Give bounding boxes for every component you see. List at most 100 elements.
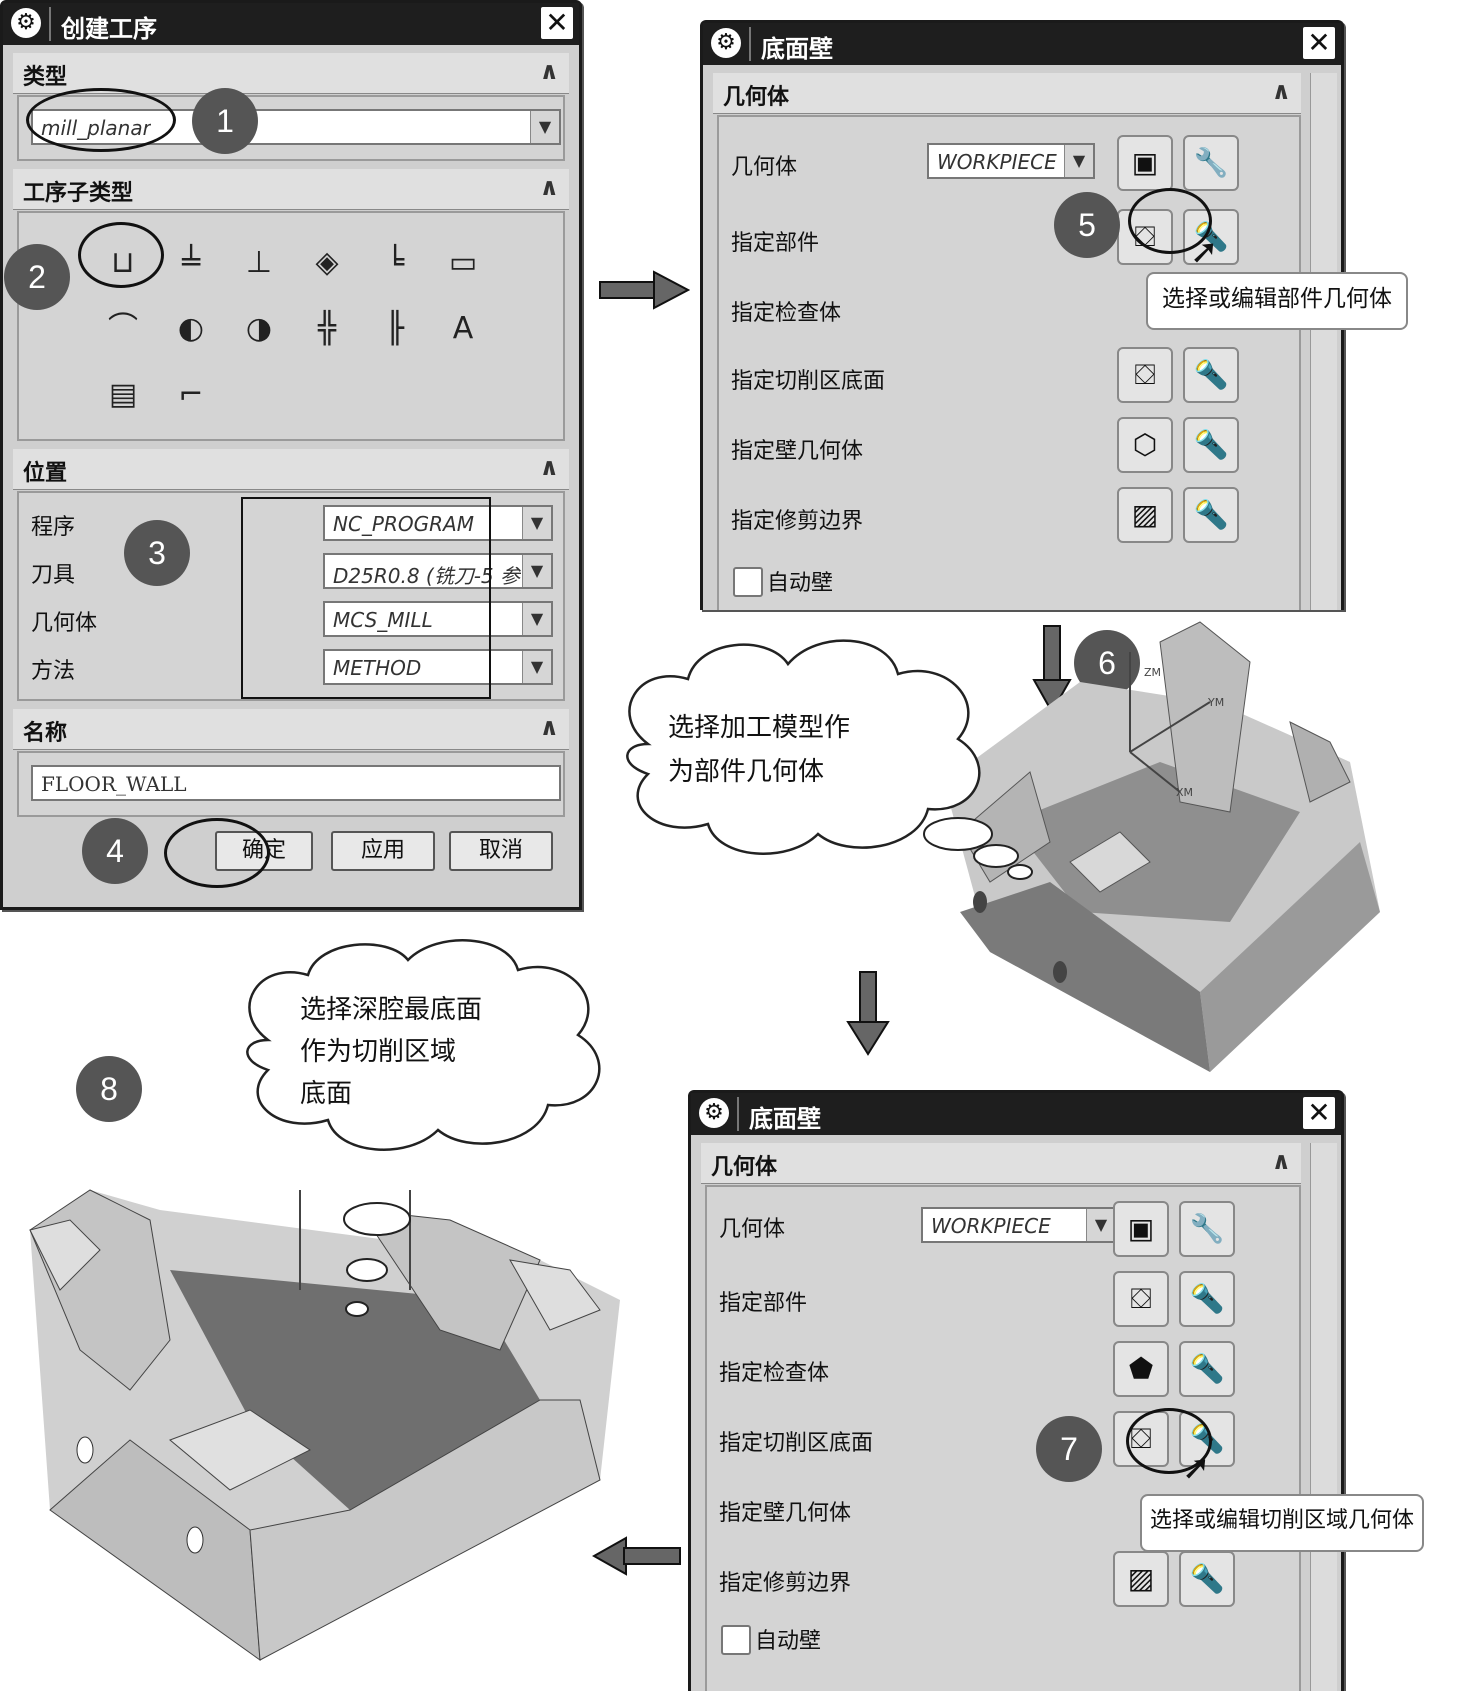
planar-text-subtype-icon[interactable]: A [452,311,474,346]
close-icon[interactable]: ✕ [1303,27,1335,59]
location-section-header[interactable]: 位置 ∧ [13,449,569,490]
tool-select-value: D25R0.8 (铣刀-5 参 [333,564,521,588]
axis-label-zm: ZM [1144,666,1162,679]
face-milling-manual-subtype-icon[interactable]: ◈ [315,245,339,280]
location-section-label: 位置 [23,461,68,486]
finish-floor-subtype-icon[interactable]: ◑ [245,311,273,346]
method-label: 方法 [31,659,76,684]
step-badge-4: 4 [82,818,148,884]
cancel-button[interactable]: 取消 [449,831,553,871]
titlebar-separator [749,27,751,61]
floor-wall-is-subtype-icon[interactable]: ╧ [181,245,201,280]
dialog-titlebar: ⚙ 底面壁 ✕ [703,23,1341,65]
chevron-down-icon[interactable]: ▼ [522,555,551,587]
clean-corners-subtype-icon[interactable]: ⌒ [108,311,138,346]
specify-trim-label: 指定修剪边界 [731,509,864,534]
face-milling-subtype-icon[interactable]: ⊥ [245,245,273,280]
chevron-down-icon[interactable]: ▼ [522,507,551,539]
chevron-up-icon[interactable]: ∧ [1271,1147,1292,1175]
arrow-right-icon [599,270,690,310]
auto-wall-checkbox[interactable] [733,567,763,597]
apply-button[interactable]: 应用 [331,831,435,871]
subtype-section-header[interactable]: 工序子类型 ∧ [13,169,569,210]
display-flashlight-icon[interactable]: 🔦 [1183,417,1239,473]
gear-icon[interactable]: ⚙ [711,28,741,58]
display-flashlight-icon[interactable]: 🔦 [1179,1551,1235,1607]
method-select[interactable]: METHOD ▼ [323,649,553,685]
chevron-up-icon[interactable]: ∧ [539,173,560,201]
step-badge-1: 1 [192,88,258,154]
callout-part-line1: 选择加工模型作 [668,713,851,743]
geometry-section-header[interactable]: 几何体 ∧ [713,73,1301,114]
titlebar-separator [737,1097,739,1131]
planar-profile-subtype-icon[interactable]: ▭ [448,245,478,280]
subtype-section-label: 工序子类型 [23,181,134,206]
select-trim-boundary-icon[interactable]: ▨ [1117,487,1173,543]
geometry-label: 几何体 [31,611,98,636]
chevron-down-icon[interactable]: ▼ [1064,145,1093,177]
select-trim-boundary-icon[interactable]: ▨ [1113,1551,1169,1607]
name-input[interactable]: FLOOR_WALL [31,765,561,801]
display-flashlight-icon[interactable]: 🔦 [1179,1271,1235,1327]
chevron-up-icon[interactable]: ∧ [1271,77,1292,105]
new-geometry-icon[interactable]: ▣ [1113,1201,1169,1257]
floor-wall-dialog-top: ⚙ 底面壁 ✕ 几何体 ∧ 几何体 WORKPIECE ▼ ▣ 🔧 指定部件 ⛋… [700,20,1344,610]
select-floor-icon[interactable]: ⛋ [1117,347,1173,403]
chevron-down-icon[interactable]: ▼ [530,111,559,143]
program-select[interactable]: NC_PROGRAM ▼ [323,505,553,541]
planar-mill-subtype-icon[interactable]: ╘ [385,245,405,280]
arrow-left-icon [592,1536,681,1576]
name-section-header[interactable]: 名称 ∧ [13,709,569,750]
vertical-scrollbar[interactable] [1310,1143,1337,1691]
display-flashlight-icon[interactable]: 🔦 [1179,1341,1235,1397]
geometry-select[interactable]: MCS_MILL ▼ [323,601,553,637]
tool-select[interactable]: D25R0.8 (铣刀-5 参 ▼ [323,553,553,589]
select-part-icon[interactable]: ⛋ [1113,1271,1169,1327]
chevron-up-icon[interactable]: ∧ [539,453,560,481]
workpiece-model-floor-selected[interactable] [20,1150,630,1670]
workpiece-model-part[interactable] [930,612,1380,1082]
edit-wrench-icon[interactable]: 🔧 [1179,1201,1235,1257]
close-icon[interactable]: ✕ [1303,1097,1335,1129]
geometry-select-value: WORKPIECE [937,150,1057,174]
select-check-icon[interactable]: ⬟ [1113,1341,1169,1397]
geometry-section-header[interactable]: 几何体 ∧ [701,1143,1301,1184]
hole-chamfer-subtype-icon[interactable]: ╟ [385,311,405,346]
geometry-select[interactable]: WORKPIECE ▼ [921,1207,1117,1243]
step-badge-3: 3 [124,520,190,586]
geometry-label: 几何体 [719,1217,786,1242]
edit-wrench-icon[interactable]: 🔧 [1183,135,1239,191]
callout-part-line2: 为部件几何体 [668,757,825,787]
new-geometry-icon[interactable]: ▣ [1117,135,1173,191]
specify-wall-label: 指定壁几何体 [731,439,864,464]
display-flashlight-icon[interactable]: 🔦 [1183,347,1239,403]
program-select-value: NC_PROGRAM [333,512,474,536]
location-highlight-box [241,497,491,699]
gear-icon[interactable]: ⚙ [699,1098,729,1128]
mill-user-subtype-icon[interactable]: ⌐ [178,377,204,412]
close-icon[interactable]: ✕ [541,7,573,39]
callout-floor-line2: 作为切削区域 [300,1037,457,1067]
mouse-cursor-icon: ➚ [1190,232,1219,272]
specify-part-label: 指定部件 [731,231,820,256]
arrow-down-icon [846,971,890,1056]
chevron-down-icon[interactable]: ▼ [1086,1209,1115,1241]
geometry-select[interactable]: WORKPIECE ▼ [927,143,1095,179]
select-wall-icon[interactable]: ⬡ [1117,417,1173,473]
auto-wall-label: 自动壁 [755,1629,822,1654]
groove-milling-subtype-icon[interactable]: ╬ [317,311,337,346]
chevron-up-icon[interactable]: ∧ [539,57,560,85]
gear-icon[interactable]: ⚙ [11,8,41,38]
tool-label: 刀具 [31,563,76,588]
chevron-up-icon[interactable]: ∧ [539,713,560,741]
dialog-title: 底面壁 [749,1105,821,1133]
vertical-scrollbar[interactable] [1310,73,1337,610]
create-operation-dialog: ⚙ 创建工序 ✕ 类型 ∧ mill_planar ▼ 工序子类型 ∧ ⊔ ╧ … [0,0,582,910]
mill-control-subtype-icon[interactable]: ▤ [108,377,138,412]
chevron-down-icon[interactable]: ▼ [522,651,551,683]
display-flashlight-icon[interactable]: 🔦 [1183,487,1239,543]
auto-wall-checkbox[interactable] [721,1625,751,1655]
step-badge-7: 7 [1036,1416,1102,1482]
finish-walls-subtype-icon[interactable]: ◐ [177,311,205,346]
chevron-down-icon[interactable]: ▼ [522,603,551,635]
